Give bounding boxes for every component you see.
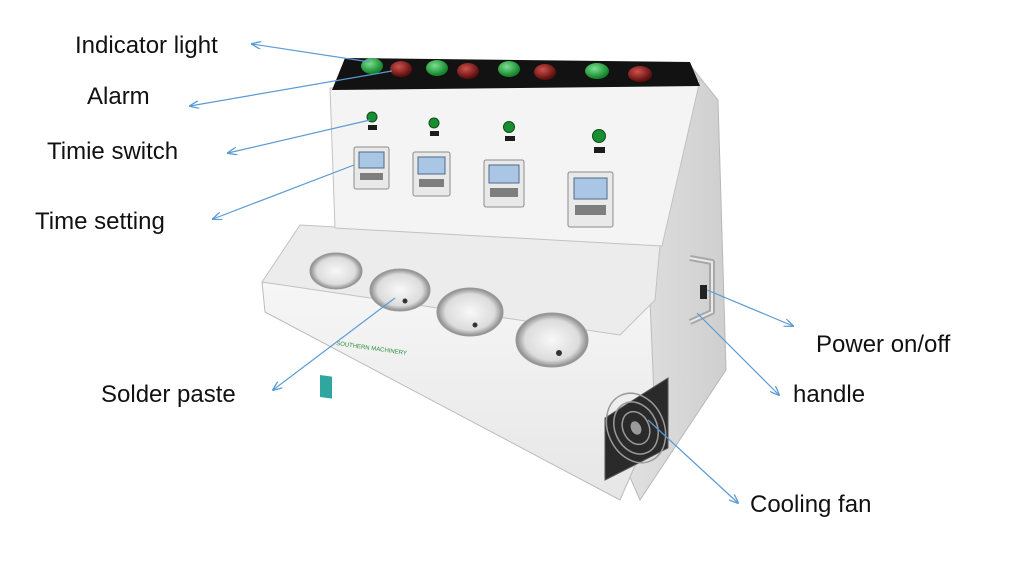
label-time-switch: Timie switch xyxy=(47,138,179,165)
solder-hole-3 xyxy=(436,287,504,337)
cooling-fan xyxy=(604,377,669,481)
time-switches[interactable] xyxy=(366,111,606,153)
time-switch-1[interactable] xyxy=(366,111,378,123)
arrow-time-switch xyxy=(228,119,371,153)
timer-3[interactable] xyxy=(483,159,525,208)
solder-hole-2 xyxy=(369,268,431,312)
label-power: Power on/off xyxy=(816,331,951,358)
indicator-light-4 xyxy=(585,63,609,79)
alarm-light-2 xyxy=(457,63,479,79)
label-indicator-light: Indicator light xyxy=(75,32,218,59)
arrow-indicator-light xyxy=(252,44,371,63)
callout-arrows xyxy=(190,44,793,503)
arrow-cooling-fan xyxy=(647,419,738,503)
arrow-handle xyxy=(696,312,779,395)
time-switch-3[interactable] xyxy=(503,121,515,133)
time-settings[interactable] xyxy=(353,146,614,228)
indicator-light-1 xyxy=(361,58,383,74)
alarm-light-4 xyxy=(628,66,652,82)
arrow-power xyxy=(706,289,793,326)
alarm-light-1 xyxy=(390,61,412,77)
time-switch-2[interactable] xyxy=(428,117,440,129)
label-alarm: Alarm xyxy=(87,83,150,110)
solder-paste-holes xyxy=(309,252,589,368)
label-time-setting: Time setting xyxy=(35,208,165,235)
indicator-lights xyxy=(361,58,609,79)
solder-hole-1 xyxy=(309,252,363,290)
arrow-time-setting xyxy=(213,164,355,219)
power-switch[interactable] xyxy=(700,285,707,299)
label-handle: handle xyxy=(793,381,866,408)
indicator-light-2 xyxy=(426,60,448,76)
timer-2[interactable] xyxy=(412,151,451,197)
alarm-lights xyxy=(390,61,652,82)
arrow-solder-paste xyxy=(273,297,396,390)
solder-hole-4 xyxy=(515,312,589,368)
label-solder-paste: Solder paste xyxy=(101,381,236,408)
timer-4[interactable] xyxy=(567,171,614,228)
time-switch-4[interactable] xyxy=(592,129,606,143)
indicator-light-3 xyxy=(498,61,520,77)
alarm-light-3 xyxy=(534,64,556,80)
arrow-alarm xyxy=(190,70,393,106)
timer-1[interactable] xyxy=(353,146,390,190)
label-cooling-fan: Cooling fan xyxy=(750,491,872,518)
